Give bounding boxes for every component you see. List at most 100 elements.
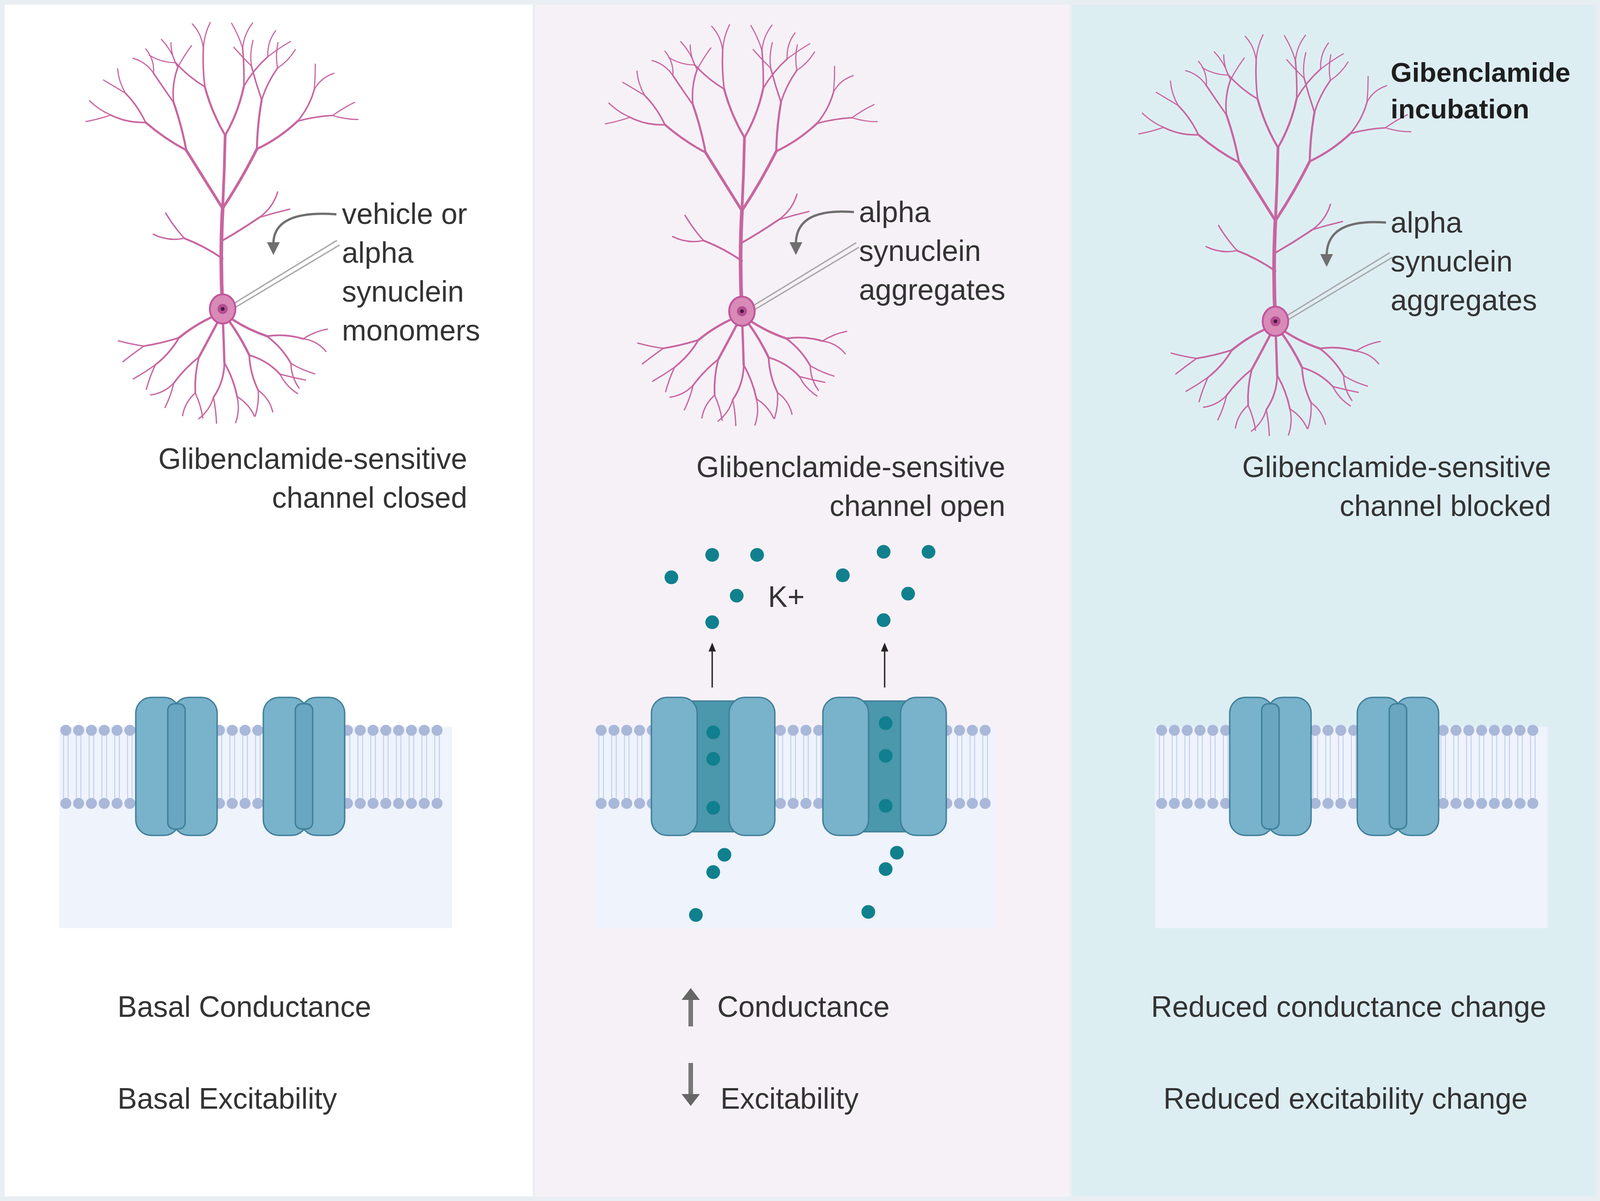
neuron [605, 24, 878, 426]
dendrite [1248, 405, 1256, 431]
arrow-head [1320, 254, 1334, 267]
potassium-ion [876, 545, 891, 560]
dendrite [184, 238, 223, 259]
neuron [1138, 34, 1411, 436]
dendrite [636, 70, 645, 96]
dendrite [1171, 353, 1197, 359]
dendrite [1198, 61, 1207, 86]
dendrite [242, 48, 245, 87]
dendrite [663, 340, 699, 349]
nucleus [217, 304, 228, 315]
arrow-head [880, 642, 889, 652]
panel-label: Reduced conductance change [1151, 987, 1547, 1027]
dendrite [118, 341, 144, 347]
dendrite [1366, 76, 1368, 102]
ion-channel [651, 697, 775, 836]
dendrite [290, 363, 299, 389]
dendrite [608, 102, 630, 118]
dendrite [644, 95, 665, 125]
membrane [59, 725, 453, 929]
dendrite [1175, 358, 1197, 374]
dendrite [852, 117, 878, 123]
dendrite [1275, 229, 1313, 253]
nucleolus [1273, 319, 1278, 324]
dendrite [256, 100, 262, 150]
dendrite [149, 55, 176, 63]
dendrite [297, 89, 315, 122]
dendrite [711, 26, 723, 52]
potassium-ion [705, 615, 720, 630]
dendrite [692, 69, 698, 105]
dendrite [1275, 161, 1310, 221]
dendrite [756, 399, 774, 419]
dendrite [259, 209, 290, 218]
panel-background [4, 4, 533, 1197]
dendrite [250, 40, 254, 66]
dendrite [1320, 53, 1344, 70]
dendrite [213, 397, 217, 424]
dendrite [762, 25, 773, 51]
arrow-head [266, 242, 280, 256]
dendrite [1178, 105, 1199, 135]
dendrite [833, 75, 854, 92]
dendrite [256, 121, 298, 150]
dendrite [693, 359, 719, 386]
dendrite [297, 115, 333, 122]
dendrite [1266, 409, 1270, 436]
dendrite [332, 115, 358, 120]
dendrite [276, 42, 278, 69]
panel-label: Excitability [720, 1079, 859, 1119]
cytoplasm [59, 726, 453, 929]
dendrite [1256, 34, 1264, 62]
dendrite [1203, 395, 1227, 408]
arrow-head [789, 242, 803, 256]
potassium-ion [901, 586, 915, 601]
dendrite [629, 117, 665, 125]
dendrite [672, 75, 694, 105]
dendrite [153, 234, 185, 240]
dendrite [177, 45, 192, 68]
potassium-ion [705, 548, 720, 562]
dendrite [665, 51, 673, 76]
leader-arrow [1326, 222, 1387, 256]
panel-label: Reduced excitability change [1163, 1079, 1528, 1119]
dendrite [787, 43, 811, 59]
dendrite [1266, 375, 1278, 411]
dendrite [1206, 85, 1227, 115]
soma [729, 296, 755, 326]
dendrite [1343, 375, 1368, 387]
potassium-ion [861, 905, 875, 919]
soma [209, 294, 236, 324]
dendrite [1330, 62, 1349, 81]
dendrite [1196, 350, 1232, 359]
cytoplasm [1155, 726, 1548, 929]
potassium-ion [750, 548, 764, 562]
neuron [85, 22, 358, 424]
dendrite [1295, 35, 1306, 61]
dendrite [251, 65, 262, 100]
ion-channel [135, 697, 218, 836]
dendrite [235, 396, 239, 423]
panel-label: Glibenclamide-sensitive channel blocked [1212, 448, 1552, 526]
dendrite [751, 25, 763, 51]
dendrite [714, 395, 722, 421]
dendrite [165, 213, 185, 239]
dendrite [267, 41, 291, 57]
dendrite [810, 365, 834, 377]
dendrite [195, 393, 203, 419]
dendrite [267, 30, 276, 57]
dendrite [1319, 348, 1344, 376]
dendrite [1307, 402, 1312, 429]
dendrite [1295, 60, 1297, 99]
dendrite [694, 64, 725, 90]
panel-label: Glibenclamide-sensitive channel closed [128, 439, 468, 518]
dendrite [280, 374, 306, 381]
potassium-ion [921, 545, 936, 560]
potassium-ion [878, 749, 893, 763]
panel-label: alpha synuclein aggregates [1390, 203, 1560, 320]
dendrite [770, 42, 773, 69]
potassium-ion [706, 801, 720, 816]
dendrite [125, 93, 146, 123]
dendrite [249, 355, 259, 391]
dendrite [173, 67, 178, 103]
